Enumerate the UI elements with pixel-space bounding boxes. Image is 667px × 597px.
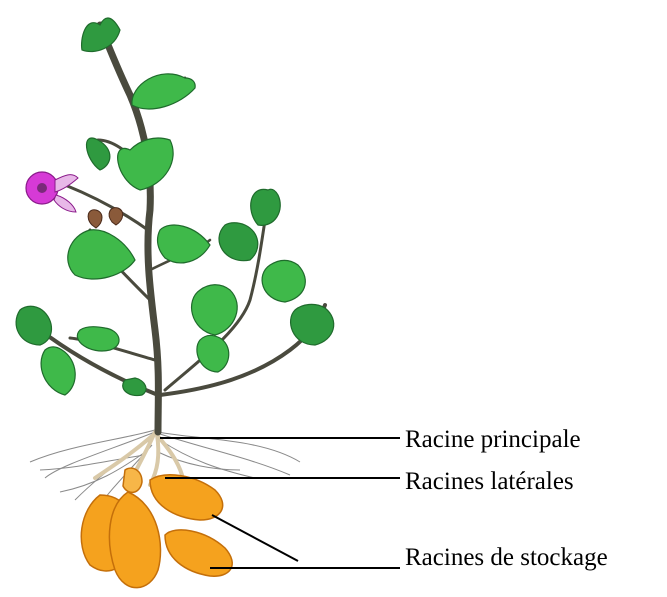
tuber-3 (150, 475, 223, 520)
tuber-2 (109, 492, 160, 588)
buds (88, 208, 123, 228)
leaf (68, 230, 135, 279)
leaf (291, 304, 334, 345)
flower-center (37, 183, 47, 193)
flower (26, 172, 78, 212)
leaf (77, 327, 119, 351)
leaf (118, 138, 173, 190)
leaf (219, 223, 258, 261)
leaf (158, 225, 210, 263)
label-lateral-roots: Racines latérales (405, 469, 574, 494)
leaf (251, 189, 281, 225)
leaf (82, 18, 120, 52)
storage-roots (81, 468, 232, 588)
bud (88, 210, 102, 228)
label-storage-roots: Racines de stockage (405, 545, 608, 570)
label-main-root: Racine principale (405, 427, 581, 452)
tuber-4 (165, 530, 232, 576)
leaf (262, 260, 305, 302)
tuber-5 (123, 468, 142, 492)
leaf (132, 74, 195, 109)
leaf (192, 285, 238, 335)
leaf (16, 306, 51, 345)
leaf (123, 378, 146, 396)
leaf (197, 336, 229, 372)
bud (109, 208, 123, 225)
leaf (41, 347, 75, 395)
flower-tube (54, 195, 76, 212)
leaf (86, 138, 109, 170)
